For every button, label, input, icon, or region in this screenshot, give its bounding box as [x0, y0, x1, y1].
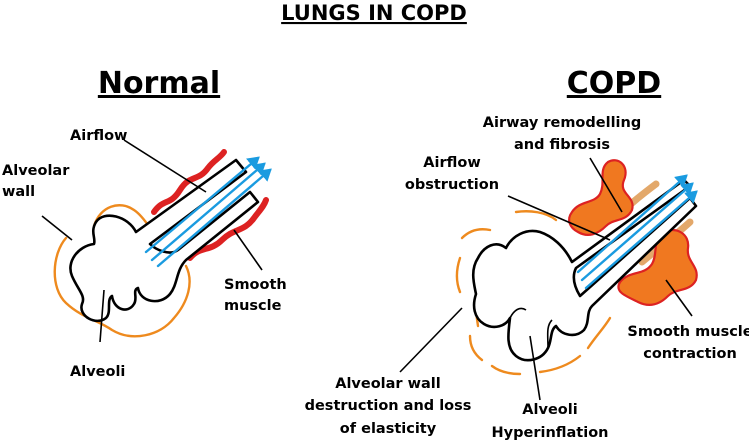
- copd-alveoli-outline: [471, 178, 698, 362]
- copd-destruction-label-2: destruction and loss: [305, 398, 472, 414]
- normal-smooth-muscle-lower: [187, 197, 269, 261]
- normal-airflow-arrow-2: [150, 162, 266, 262]
- copd-remodelling-label-2: and fibrosis: [514, 137, 610, 153]
- copd-fibrosis-lower: [617, 228, 698, 306]
- copd-alveoli-label-1: Alveoli: [522, 402, 577, 418]
- normal-alveoli-leader: [99, 289, 105, 343]
- normal-airflow-arrow-1: [144, 156, 260, 254]
- normal-alveolar-wall: [53, 236, 191, 338]
- normal-alveolar-wall-leader: [41, 215, 73, 241]
- copd-alveoli-leader: [529, 335, 541, 401]
- normal-alveolar-wall-label-2: wall: [2, 184, 35, 200]
- copd-airflow-arrow-3: [584, 190, 698, 290]
- diagram-title: LUNGS IN COPD: [281, 1, 467, 25]
- copd-alveolar-wall-seg-4: [490, 364, 522, 376]
- normal-airflow-arrow-3: [156, 168, 272, 268]
- copd-fibrosis-upper: [568, 159, 634, 236]
- normal-smooth-muscle-upper: [151, 149, 227, 215]
- normal-smooth-muscle-leader: [233, 229, 263, 271]
- copd-airflow-arrow-1: [576, 174, 688, 274]
- copd-contraction-label-2: contraction: [643, 346, 737, 362]
- normal-panel: Normal Airflow Alveolar wall Smooth musc…: [2, 66, 287, 380]
- copd-airflow-arrow-2: [580, 182, 694, 282]
- copd-contraction-label-1: Smooth muscle: [627, 324, 749, 340]
- normal-alveoli-label: Alveoli: [70, 364, 125, 380]
- normal-alveolar-wall-top: [92, 204, 152, 230]
- normal-smooth-muscle-label-2: muscle: [224, 298, 282, 314]
- copd-alveolar-wall-seg-2: [455, 256, 462, 294]
- copd-destruction-leader: [399, 307, 463, 373]
- copd-alveolar-wall-seg-5: [538, 354, 582, 374]
- normal-alveolar-wall-label-1: Alveolar: [2, 163, 70, 179]
- copd-obstruction-leader: [507, 195, 611, 241]
- copd-remodelling-leader: [589, 157, 623, 213]
- normal-alveoli-outline: [69, 158, 260, 323]
- copd-remodelling-label-1: Airway remodelling: [483, 115, 641, 131]
- copd-contraction-leader: [665, 279, 693, 317]
- normal-airflow-label: Airflow: [70, 128, 127, 144]
- copd-alveolar-wall-seg-3: [468, 334, 484, 362]
- copd-alveoli-lobe-line-2: [546, 319, 553, 349]
- copd-alveoli-lobe-line-1: [509, 307, 527, 319]
- copd-panel: COPD Airway remodelling and fi: [305, 66, 749, 441]
- copd-heading: COPD: [567, 66, 661, 101]
- copd-alveolar-wall-seg-7: [514, 210, 558, 222]
- copd-destruction-label-1: Alveolar wall: [335, 376, 441, 392]
- normal-smooth-muscle-label-1: Smooth: [224, 277, 287, 293]
- copd-alveoli-label-2: Hyperinflation: [492, 425, 609, 441]
- copd-alveolar-wall-seg-1: [460, 228, 492, 240]
- copd-alveolar-wall-seg-6: [586, 316, 612, 350]
- copd-obstruction-label-1: Airflow: [423, 155, 480, 171]
- normal-heading: Normal: [98, 66, 220, 101]
- copd-obstruction-label-2: obstruction: [405, 177, 499, 193]
- copd-destruction-label-3: of elasticity: [340, 421, 437, 437]
- normal-airflow-leader: [123, 139, 207, 193]
